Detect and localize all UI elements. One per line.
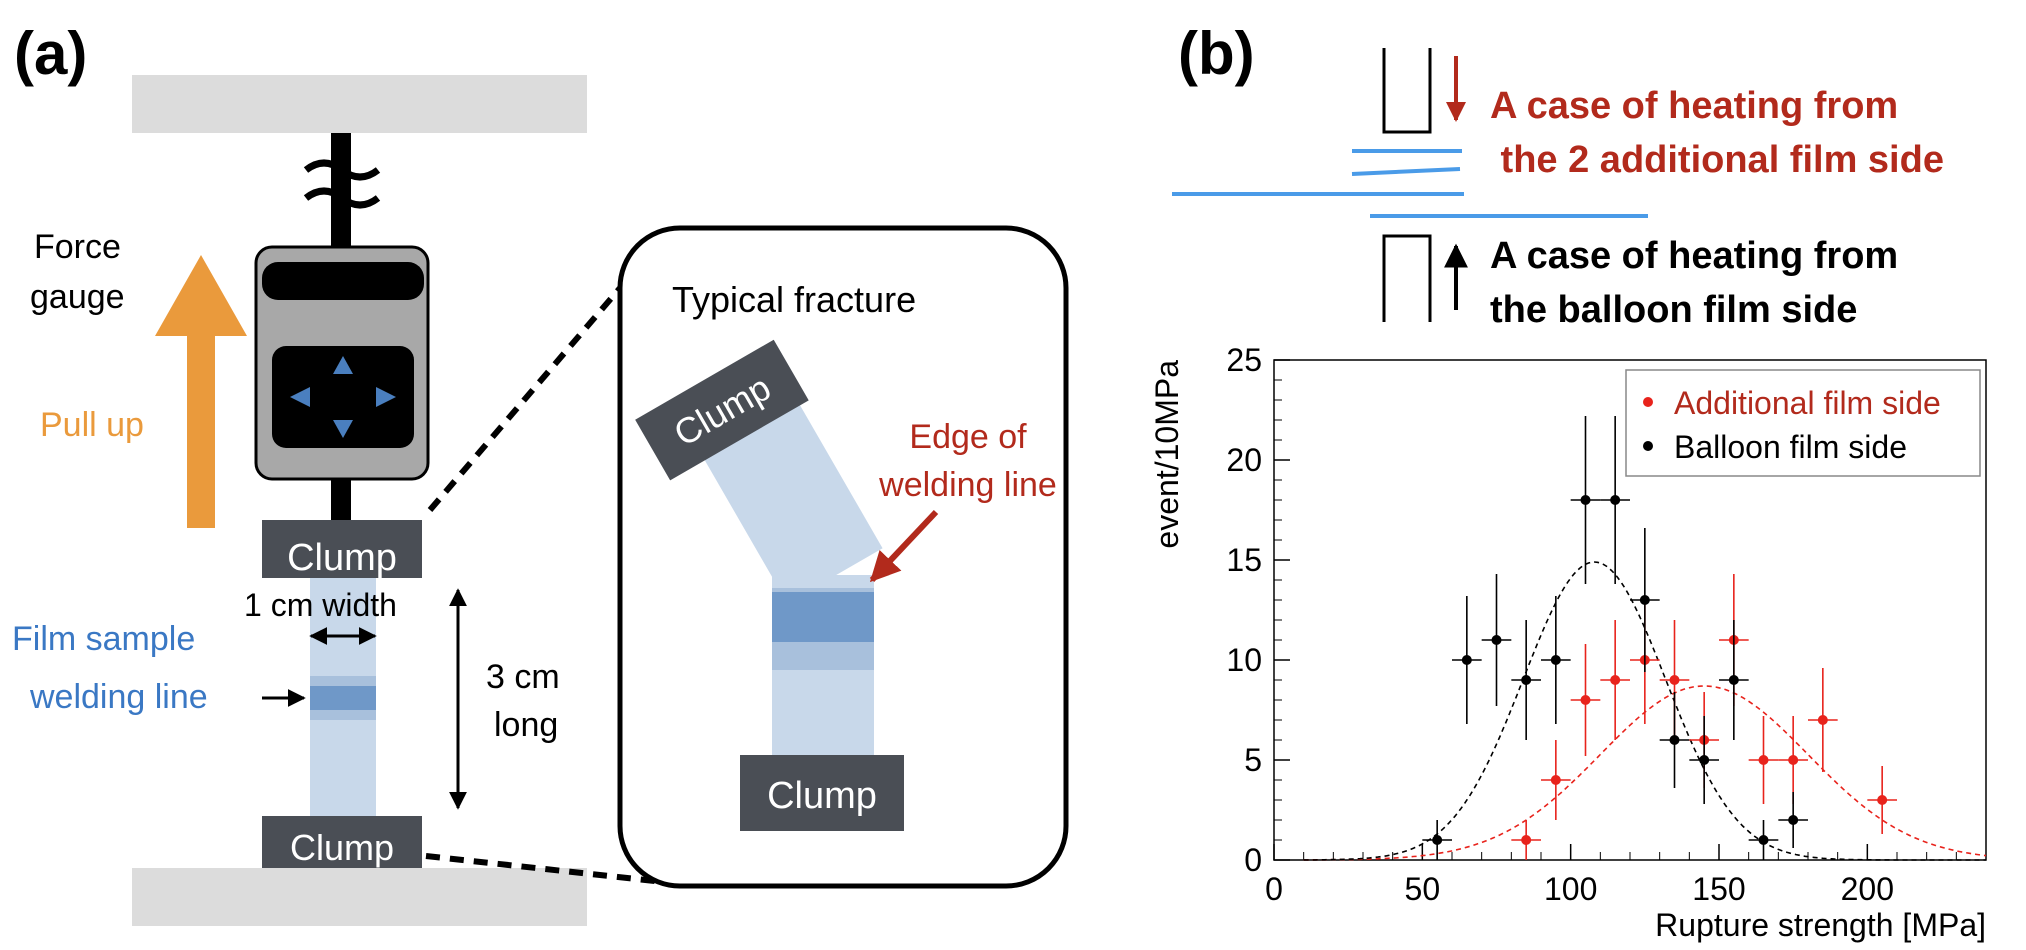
case-black-line-2: the balloon film side [1490, 289, 1857, 331]
data-point [1877, 795, 1888, 805]
legend-marker-red [1643, 397, 1653, 407]
gauge-keypad [272, 346, 414, 448]
broken-film-piece: Clump [635, 339, 883, 604]
inset-clump-lower-label: Clump [767, 775, 877, 817]
data-point [1788, 815, 1799, 825]
break-mark-icon [303, 159, 381, 209]
data-point [1610, 675, 1621, 685]
data-point [1758, 835, 1769, 845]
arrow-down-icon [333, 420, 353, 438]
width-label: 1 cm width [244, 587, 397, 623]
axis-ticks: 0 50 100 150 200 0 5 10 15 20 25 [1226, 342, 1987, 907]
arrow-left-icon [290, 387, 310, 407]
x-axis-label: Rupture strength [MPa] [1655, 907, 1986, 943]
heater-bottom-icon [1382, 234, 1432, 322]
x-tick-label: 200 [1841, 871, 1894, 907]
legend: Additional film side Balloon film side [1625, 369, 1981, 477]
data-point [1669, 675, 1680, 685]
length-label-1: 3 cm [486, 658, 560, 696]
x-tick-label: 50 [1405, 871, 1441, 907]
clump-bottom-label: Clump [290, 827, 394, 868]
x-tick-label: 150 [1692, 871, 1745, 907]
data-point [1669, 735, 1680, 745]
panel-b-letter: (b) [1178, 20, 1255, 87]
data-point [1550, 775, 1561, 785]
x-tick-label: 0 [1265, 871, 1283, 907]
case-red-line-2: the 2 additional film side [1490, 139, 1944, 181]
film-weld-line [310, 686, 376, 710]
legend-label-black: Balloon film side [1674, 429, 1907, 465]
y-tick-label: 20 [1226, 442, 1262, 478]
data-point [1461, 655, 1472, 665]
data-points [1422, 416, 1897, 860]
data-point [1521, 835, 1532, 845]
edge-label-2: welding line [878, 466, 1057, 504]
film-sample-label-2: welding line [29, 678, 208, 716]
edge-label-1: Edge of [909, 418, 1027, 456]
heater-top-icon [1382, 48, 1432, 134]
clump-bottom [262, 816, 422, 868]
pull-up-arrow-icon [155, 255, 247, 528]
y-tick-label: 0 [1244, 842, 1262, 878]
data-point [1817, 715, 1828, 725]
data-point [1521, 675, 1532, 685]
data-point [1580, 495, 1591, 505]
inset-weld-line [772, 592, 874, 642]
data-point [1610, 495, 1621, 505]
clump-top-label: Clump [287, 537, 397, 579]
zoom-line-top [427, 258, 647, 512]
gauge-display [262, 262, 424, 300]
y-axis-label: event/10MPa [1149, 360, 1185, 549]
pull-up-label: Pull up [40, 406, 144, 444]
y-tick-label: 15 [1226, 542, 1262, 578]
x-tick-label: 100 [1544, 871, 1597, 907]
data-point [1728, 675, 1739, 685]
data-point [1491, 635, 1502, 645]
case-black-line-1: A case of heating from [1490, 235, 1898, 277]
inset-clump-lower [740, 755, 904, 831]
panel-b: (b) A case of heating from the 2 additio… [1149, 20, 1987, 943]
data-point [1639, 595, 1650, 605]
case-red-line-1: A case of heating from [1490, 85, 1898, 127]
y-tick-label: 5 [1244, 742, 1262, 778]
arrow-up-icon [333, 356, 353, 374]
fracture-inset: Typical fracture Clump Clump Edge of wel… [617, 225, 1069, 889]
length-label-2: long [494, 706, 558, 744]
force-gauge-label-1: Force [34, 228, 121, 266]
arrow-right-icon [376, 387, 396, 407]
panel-a: (a) Force gauge Pull up Clump [12, 20, 1069, 926]
edge-pointer-arrow [869, 509, 939, 583]
bottom-plate [132, 868, 587, 926]
data-point [1788, 755, 1799, 765]
film-line-2 [1351, 167, 1461, 176]
film-sample-label-1: Film sample [12, 620, 195, 658]
y-tick-label: 10 [1226, 642, 1262, 678]
data-point [1758, 755, 1769, 765]
data-point [1550, 655, 1561, 665]
panel-a-letter: (a) [14, 20, 87, 87]
legend-marker-black [1643, 441, 1653, 451]
zoom-line-bottom [425, 853, 665, 885]
force-gauge-label-2: gauge [30, 278, 125, 316]
data-point [1580, 695, 1591, 705]
data-point [1432, 835, 1443, 845]
rod-lower [331, 478, 351, 528]
force-gauge [254, 245, 430, 481]
data-point [1699, 755, 1710, 765]
clump-top [262, 520, 422, 578]
top-plate [132, 75, 587, 133]
legend-label-red: Additional film side [1674, 385, 1941, 421]
rupture-chart: 0 50 100 150 200 0 5 10 15 20 25 Rupture strength … [1149, 342, 1987, 943]
y-tick-label: 25 [1226, 342, 1262, 378]
inset-title: Typical fracture [672, 279, 916, 320]
